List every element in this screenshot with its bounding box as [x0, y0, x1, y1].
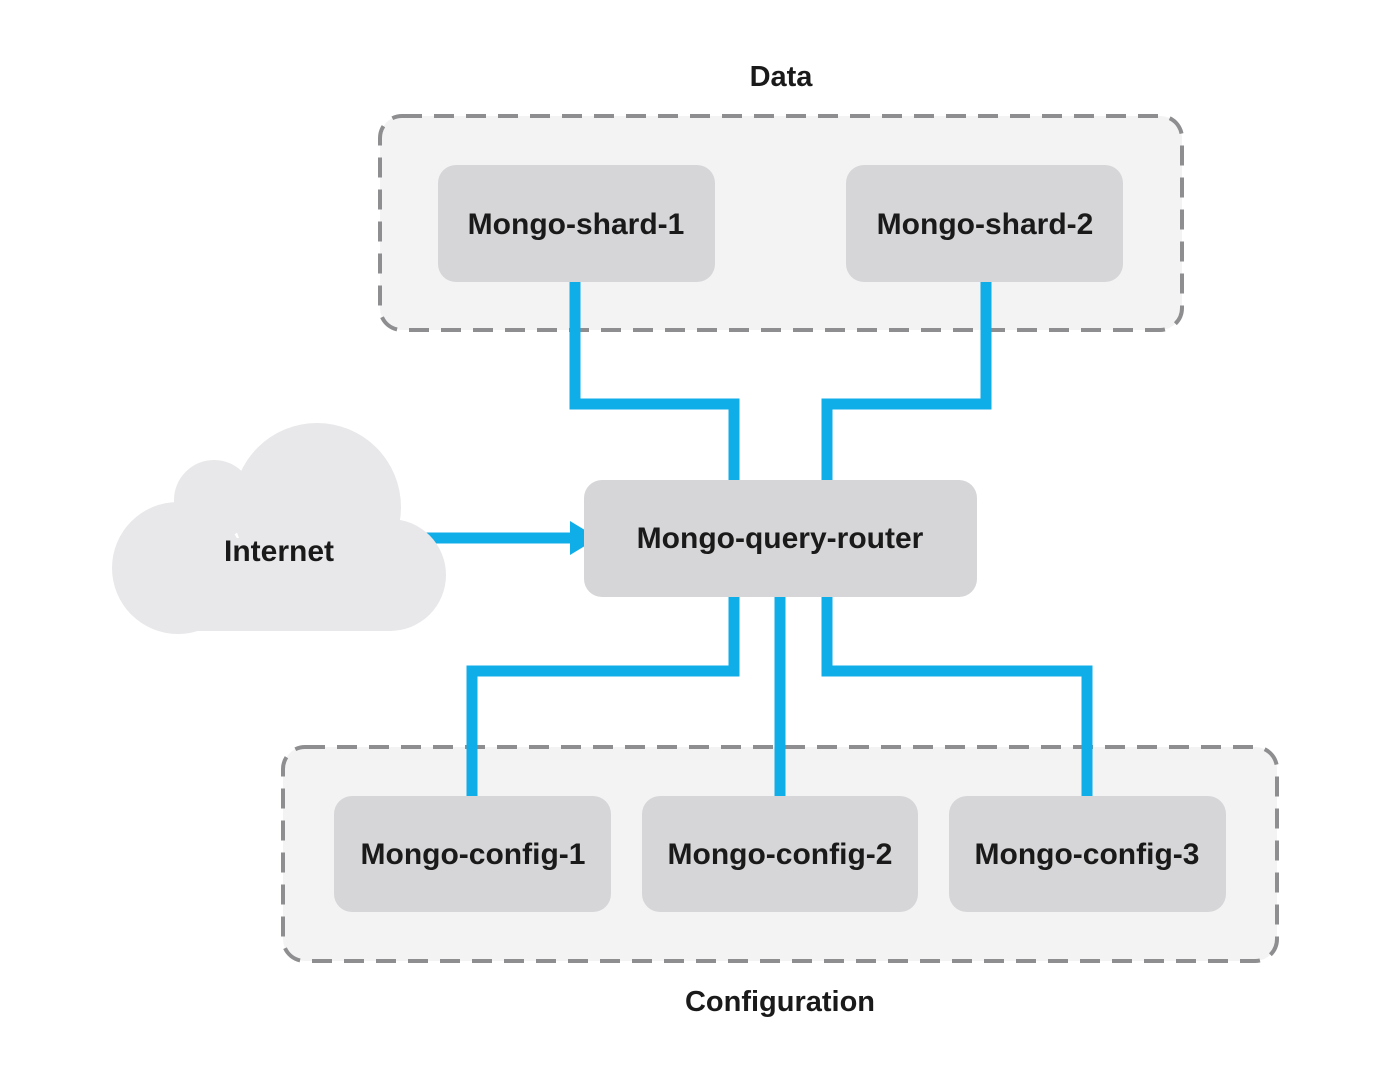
node-mongo-query-router: Mongo-query-router [584, 480, 977, 597]
data-group-label: Data [750, 61, 814, 93]
connectors [424, 282, 1093, 797]
node-label: Mongo-config-1 [361, 838, 586, 871]
node-mongo-shard-2: Mongo-shard-2 [846, 165, 1123, 282]
node-label: Mongo-shard-1 [468, 208, 685, 241]
cloud-icon [112, 423, 446, 634]
node-mongo-config-3: Mongo-config-3 [949, 796, 1226, 912]
edge-shard2-router [821, 282, 992, 480]
edge-router-config1 [466, 597, 740, 797]
node-label: Mongo-query-router [637, 522, 924, 555]
internet-label: Internet [224, 535, 334, 568]
node-mongo-shard-1: Mongo-shard-1 [438, 165, 715, 282]
edge-shard1-router [569, 282, 740, 480]
node-mongo-config-1: Mongo-config-1 [334, 796, 611, 912]
configuration-group-label: Configuration [685, 986, 875, 1018]
edge-router-config3 [821, 597, 1093, 797]
node-label: Mongo-shard-2 [877, 208, 1094, 241]
node-label: Mongo-config-3 [975, 838, 1200, 871]
node-label: Mongo-config-2 [668, 838, 893, 871]
node-mongo-config-2: Mongo-config-2 [642, 796, 918, 912]
